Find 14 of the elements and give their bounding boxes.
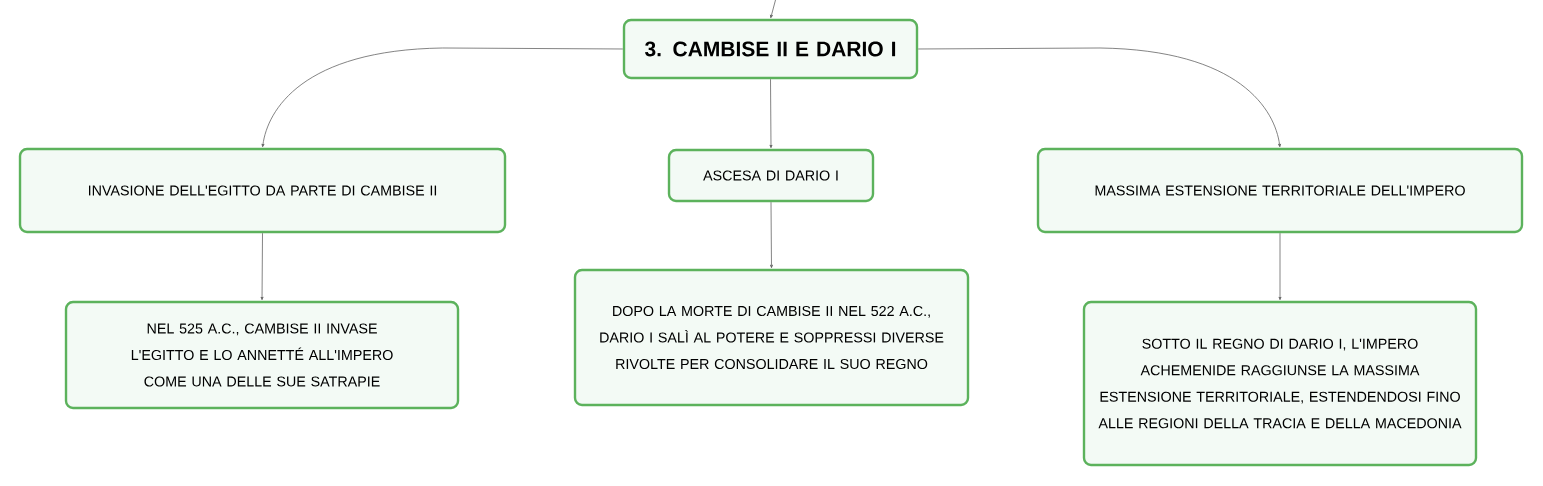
connector-arrow	[770, 0, 776, 19]
connector-arrow	[261, 47, 624, 148]
concept-box: ASCESA DI DARIO I	[667, 148, 875, 203]
topic-box: 3. CAMBISE II E DARIO I	[622, 18, 919, 80]
connector-arrow	[1278, 232, 1282, 301]
connector-arrow	[260, 232, 264, 301]
connector-arrow	[917, 47, 1281, 148]
concept-box: SOTTO IL REGNO DI DARIO I, L'IMPERO ACHEMENIDE RAGGIUNSE LA MASSIMA ESTENSIONE TERRITORIALE, ESTENDENDOSI FINO ALLE REGIONI DELLA TRACIA E DELLA MACEDONIA	[1082, 300, 1478, 467]
concept-box: NEL 525 A.C., CAMBISE II INVASE L'EGITTO E LO ANNETTÉ ALL'IMPERO COME UNA DELLE SUE SATRAPIE	[64, 300, 460, 410]
connector-arrow	[769, 78, 773, 149]
concept-box: INVASIONE DELL'EGITTO DA PARTE DI CAMBISE II	[18, 147, 507, 234]
concept-box: MASSIMA ESTENSIONE TERRITORIALE DELL'IMPERO	[1036, 147, 1524, 234]
connector-arrow	[770, 201, 773, 269]
concept-box: DOPO LA MORTE DI CAMBISE II NEL 522 A.C., DARIO I SALÌ AL POTERE E SOPPRESSI DIVERSE RIVOLTE PER CONSOLIDARE IL SUO REGNO	[573, 268, 970, 407]
